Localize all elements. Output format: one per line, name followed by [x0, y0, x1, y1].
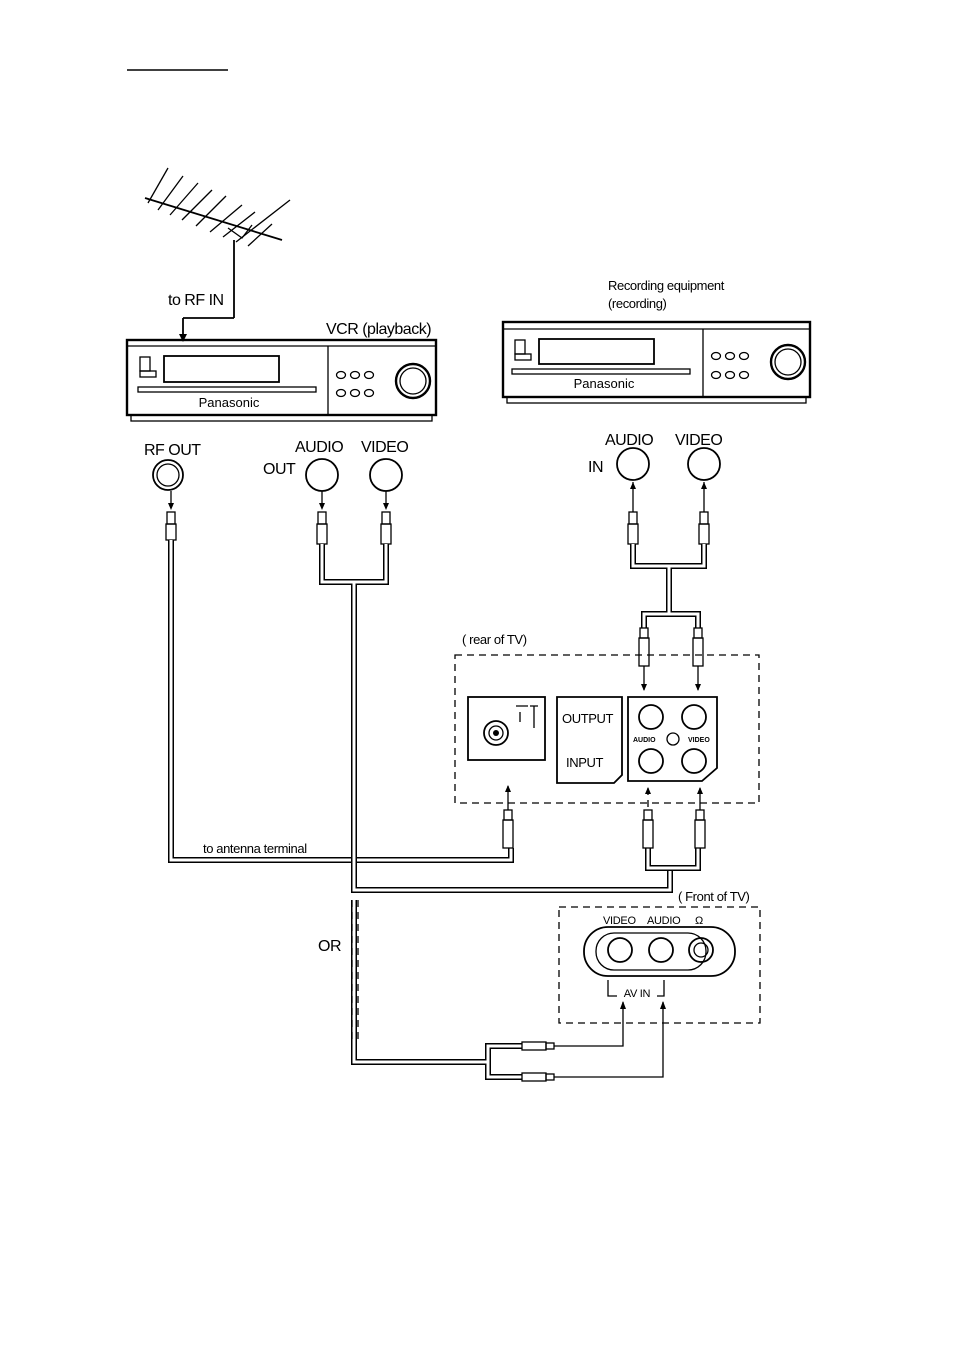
- vcr-video-out-jack: [370, 459, 402, 491]
- recording-label: (recording): [608, 296, 667, 311]
- rec-video-label: VIDEO: [675, 432, 722, 449]
- front-of-tv-label: ( Front of TV): [678, 889, 750, 904]
- recorder-brand: Panasonic: [574, 376, 635, 391]
- output-input-panel: [557, 697, 622, 783]
- rear-output-arrows: [503, 785, 705, 848]
- or-label: OR: [318, 938, 341, 955]
- vcr-playback-label: VCR (playback): [326, 321, 431, 338]
- vcr-audio-out-jack: [306, 459, 338, 491]
- output-label: OUTPUT: [562, 711, 614, 726]
- vcr-out-label: OUT: [263, 461, 296, 478]
- vcr-video-label: VIDEO: [361, 439, 408, 456]
- vcr-audio-label: AUDIO: [295, 439, 343, 456]
- front-audio-label: AUDIO: [647, 915, 681, 927]
- to-rf-in-label: to RF IN: [168, 292, 224, 309]
- recording-equipment-label: Recording equipment: [608, 278, 725, 293]
- rec-video-in-jack: [688, 448, 720, 480]
- headphone-symbol: Ω: [695, 915, 703, 927]
- rear-input-plugs: [639, 628, 703, 691]
- antenna-icon: [145, 168, 290, 342]
- rear-of-tv-label: ( rear of TV): [462, 632, 527, 647]
- rec-in-label: IN: [588, 459, 603, 476]
- rear-of-tv-box: [455, 655, 759, 803]
- input-label: INPUT: [566, 755, 603, 770]
- recorder-plugs: [628, 482, 709, 544]
- rf-out-label: RF OUT: [144, 442, 201, 459]
- rec-audio-in-jack: [617, 448, 649, 480]
- front-input-plugs: [522, 1001, 666, 1081]
- av-in-label: AV IN: [624, 988, 651, 1000]
- vcr-brand: Panasonic: [199, 395, 260, 410]
- panel-audio-label: AUDIO: [633, 737, 656, 744]
- rec-audio-label: AUDIO: [605, 432, 653, 449]
- antenna-terminal-panel: [468, 697, 545, 760]
- front-video-label: VIDEO: [603, 915, 636, 927]
- recorder-device: [503, 322, 810, 403]
- vcr-plugs: [166, 491, 391, 544]
- rf-out-jack: [153, 460, 183, 490]
- vcr-device: [127, 340, 436, 421]
- front-av-jacks: [584, 927, 735, 976]
- to-antenna-terminal-label: to antenna terminal: [203, 841, 307, 856]
- panel-video-label: VIDEO: [688, 737, 710, 744]
